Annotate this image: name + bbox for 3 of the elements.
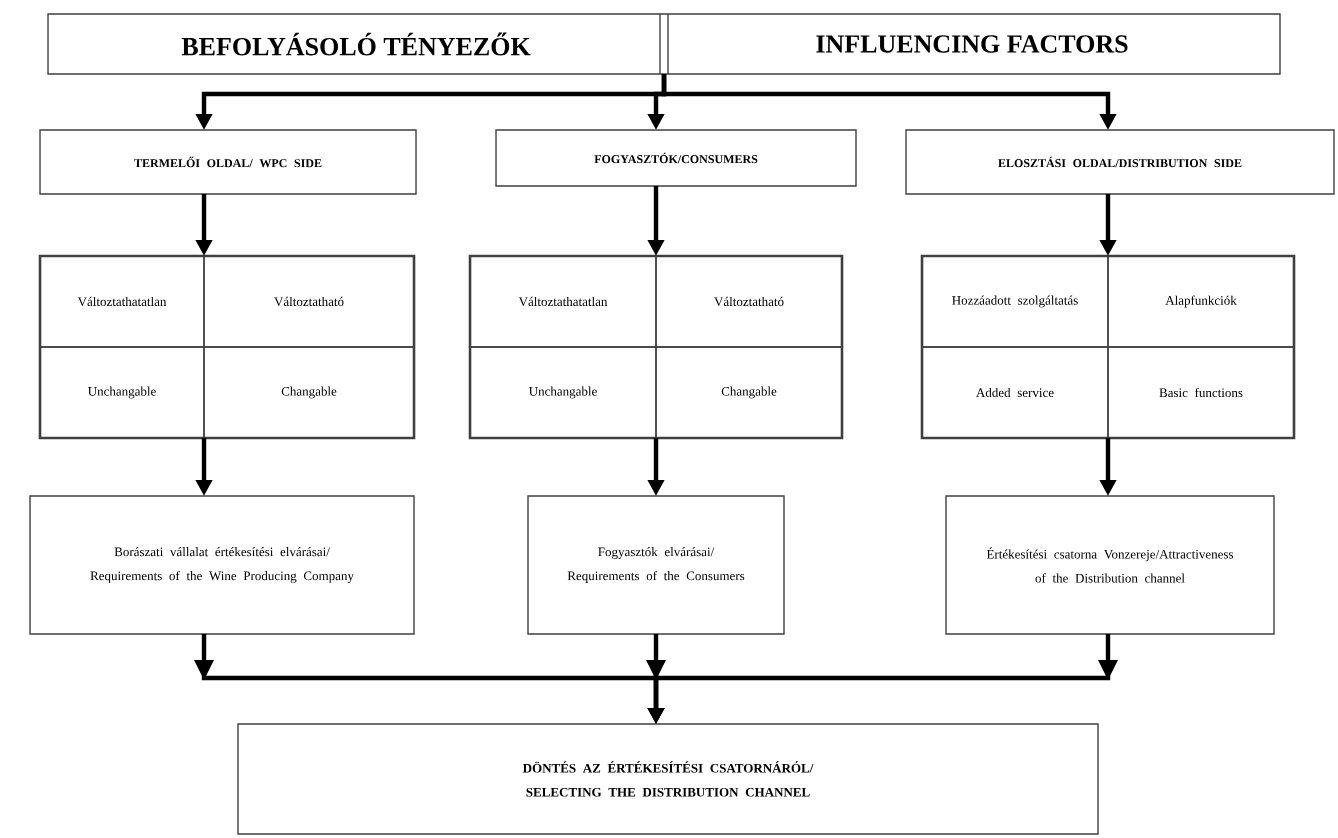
heading-text: INFLUENCING FACTORS bbox=[816, 35, 1128, 53]
title-box bbox=[47, 13, 1281, 75]
heading-text: BEFOLYÁSOLÓ TÉNYEZŐK bbox=[181, 32, 531, 56]
